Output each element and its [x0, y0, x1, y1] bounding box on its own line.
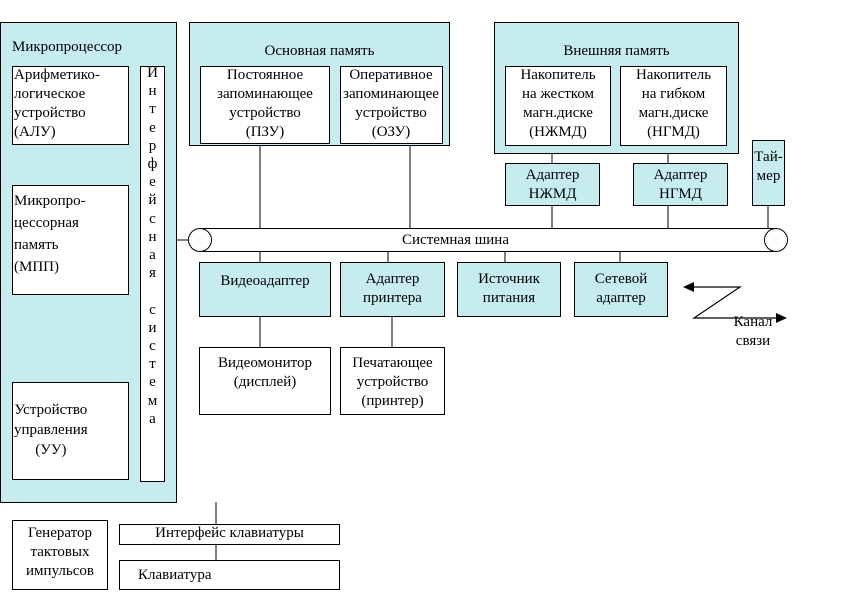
video-adapter-box — [199, 262, 331, 317]
hdd-adapter-label: Адаптер НЖМД — [525, 167, 580, 202]
network-adapter-label: Сетевой адаптер — [594, 271, 648, 306]
uu-box — [12, 382, 129, 480]
timer-label: Тай- мер — [754, 149, 783, 184]
ram-label: Оперативное запоминающее устройство (ОЗУ… — [343, 67, 439, 140]
monitor-box — [199, 347, 331, 415]
bus-left-cap — [188, 228, 212, 252]
channel-label: Канал связи — [733, 314, 773, 349]
alu-box — [12, 66, 129, 145]
keyboard-interface-box — [119, 524, 340, 545]
hdd-box — [505, 66, 611, 146]
alu-label: Арифметико- логическое устройство (АЛУ) — [14, 67, 100, 140]
printer-label: Печатающее устройство (принтер) — [352, 355, 433, 409]
arrow-head-right — [776, 313, 787, 323]
hdd-label: Накопитель на жестком магн.диске (НЖМД) — [520, 67, 596, 140]
printer-adapter-label: Адаптер принтера — [363, 271, 422, 306]
uu-label: Устройство управления (УУ) — [14, 402, 88, 458]
mpp-box — [12, 185, 129, 295]
clock-generator-label: Генератор тактовых импульсов — [26, 525, 94, 579]
fdd-adapter-label: Адаптер НГМД — [653, 167, 708, 202]
rom-label: Постоянное запоминающее устройство (ПЗУ) — [217, 67, 313, 140]
video-adapter-label: Видеоадаптер — [220, 273, 310, 289]
printer-box — [340, 347, 445, 415]
printer-adapter-box — [340, 262, 445, 317]
hdd-adapter-box — [505, 163, 600, 206]
fdd-box — [620, 66, 727, 146]
interface-system-box — [140, 66, 165, 482]
arrow-head-left — [683, 282, 694, 292]
mpp-label: Микропро- цессорная память (МПП) — [14, 193, 86, 275]
fdd-label: Накопитель на гибком магн.диске (НГМД) — [635, 67, 712, 140]
ram-box — [340, 66, 443, 144]
microprocessor-title: Микропроцессор — [12, 39, 123, 55]
rom-box — [200, 66, 330, 144]
clock-generator-box — [12, 520, 108, 590]
interface-system-label: И н т е р ф е й с н а я с и с т е м а — [147, 65, 158, 427]
channel-arrow — [692, 286, 780, 319]
monitor-label: Видеомонитор (дисплей) — [218, 355, 312, 390]
keyboard-box — [119, 560, 340, 590]
timer-box — [752, 140, 785, 206]
bus-right-cap — [764, 228, 788, 252]
system-bus — [199, 228, 776, 252]
keyboard-interface-label: Интерфейс клавиатуры — [155, 525, 304, 541]
network-adapter-box — [574, 262, 668, 317]
power-supply-box — [457, 262, 561, 317]
main-memory-title: Основная память — [264, 43, 375, 59]
fdd-adapter-box — [633, 163, 728, 206]
keyboard-label: Клавиатура — [138, 567, 212, 583]
system-bus-label: Системная шина — [402, 232, 509, 248]
external-memory-title: Внешняя память — [563, 43, 670, 59]
power-supply-label: Источник питания — [478, 271, 540, 306]
